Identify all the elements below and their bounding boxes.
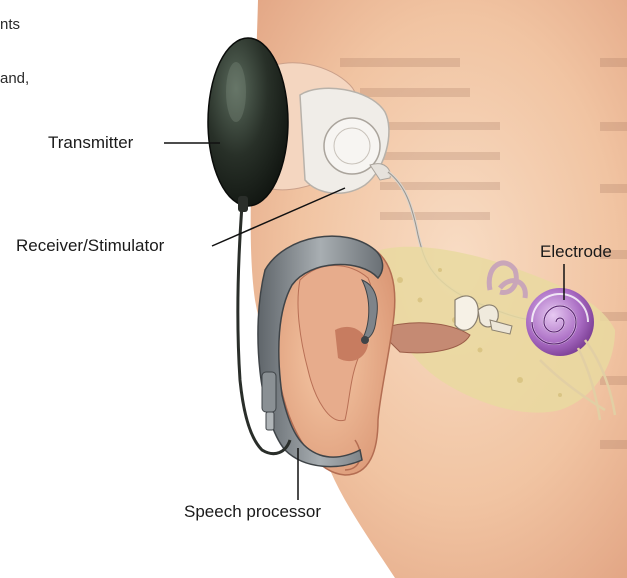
page-text-fragment-1: nts	[0, 16, 20, 33]
transmitter-label: Transmitter	[48, 133, 133, 153]
cable-connector	[262, 372, 276, 430]
receiver-stimulator-label: Receiver/Stimulator	[16, 236, 164, 256]
cochlea	[526, 288, 594, 356]
page-text-fragment-2: and,	[0, 70, 29, 87]
speech-processor-label: Speech processor	[184, 502, 321, 522]
electrode-label: Electrode	[540, 242, 612, 262]
